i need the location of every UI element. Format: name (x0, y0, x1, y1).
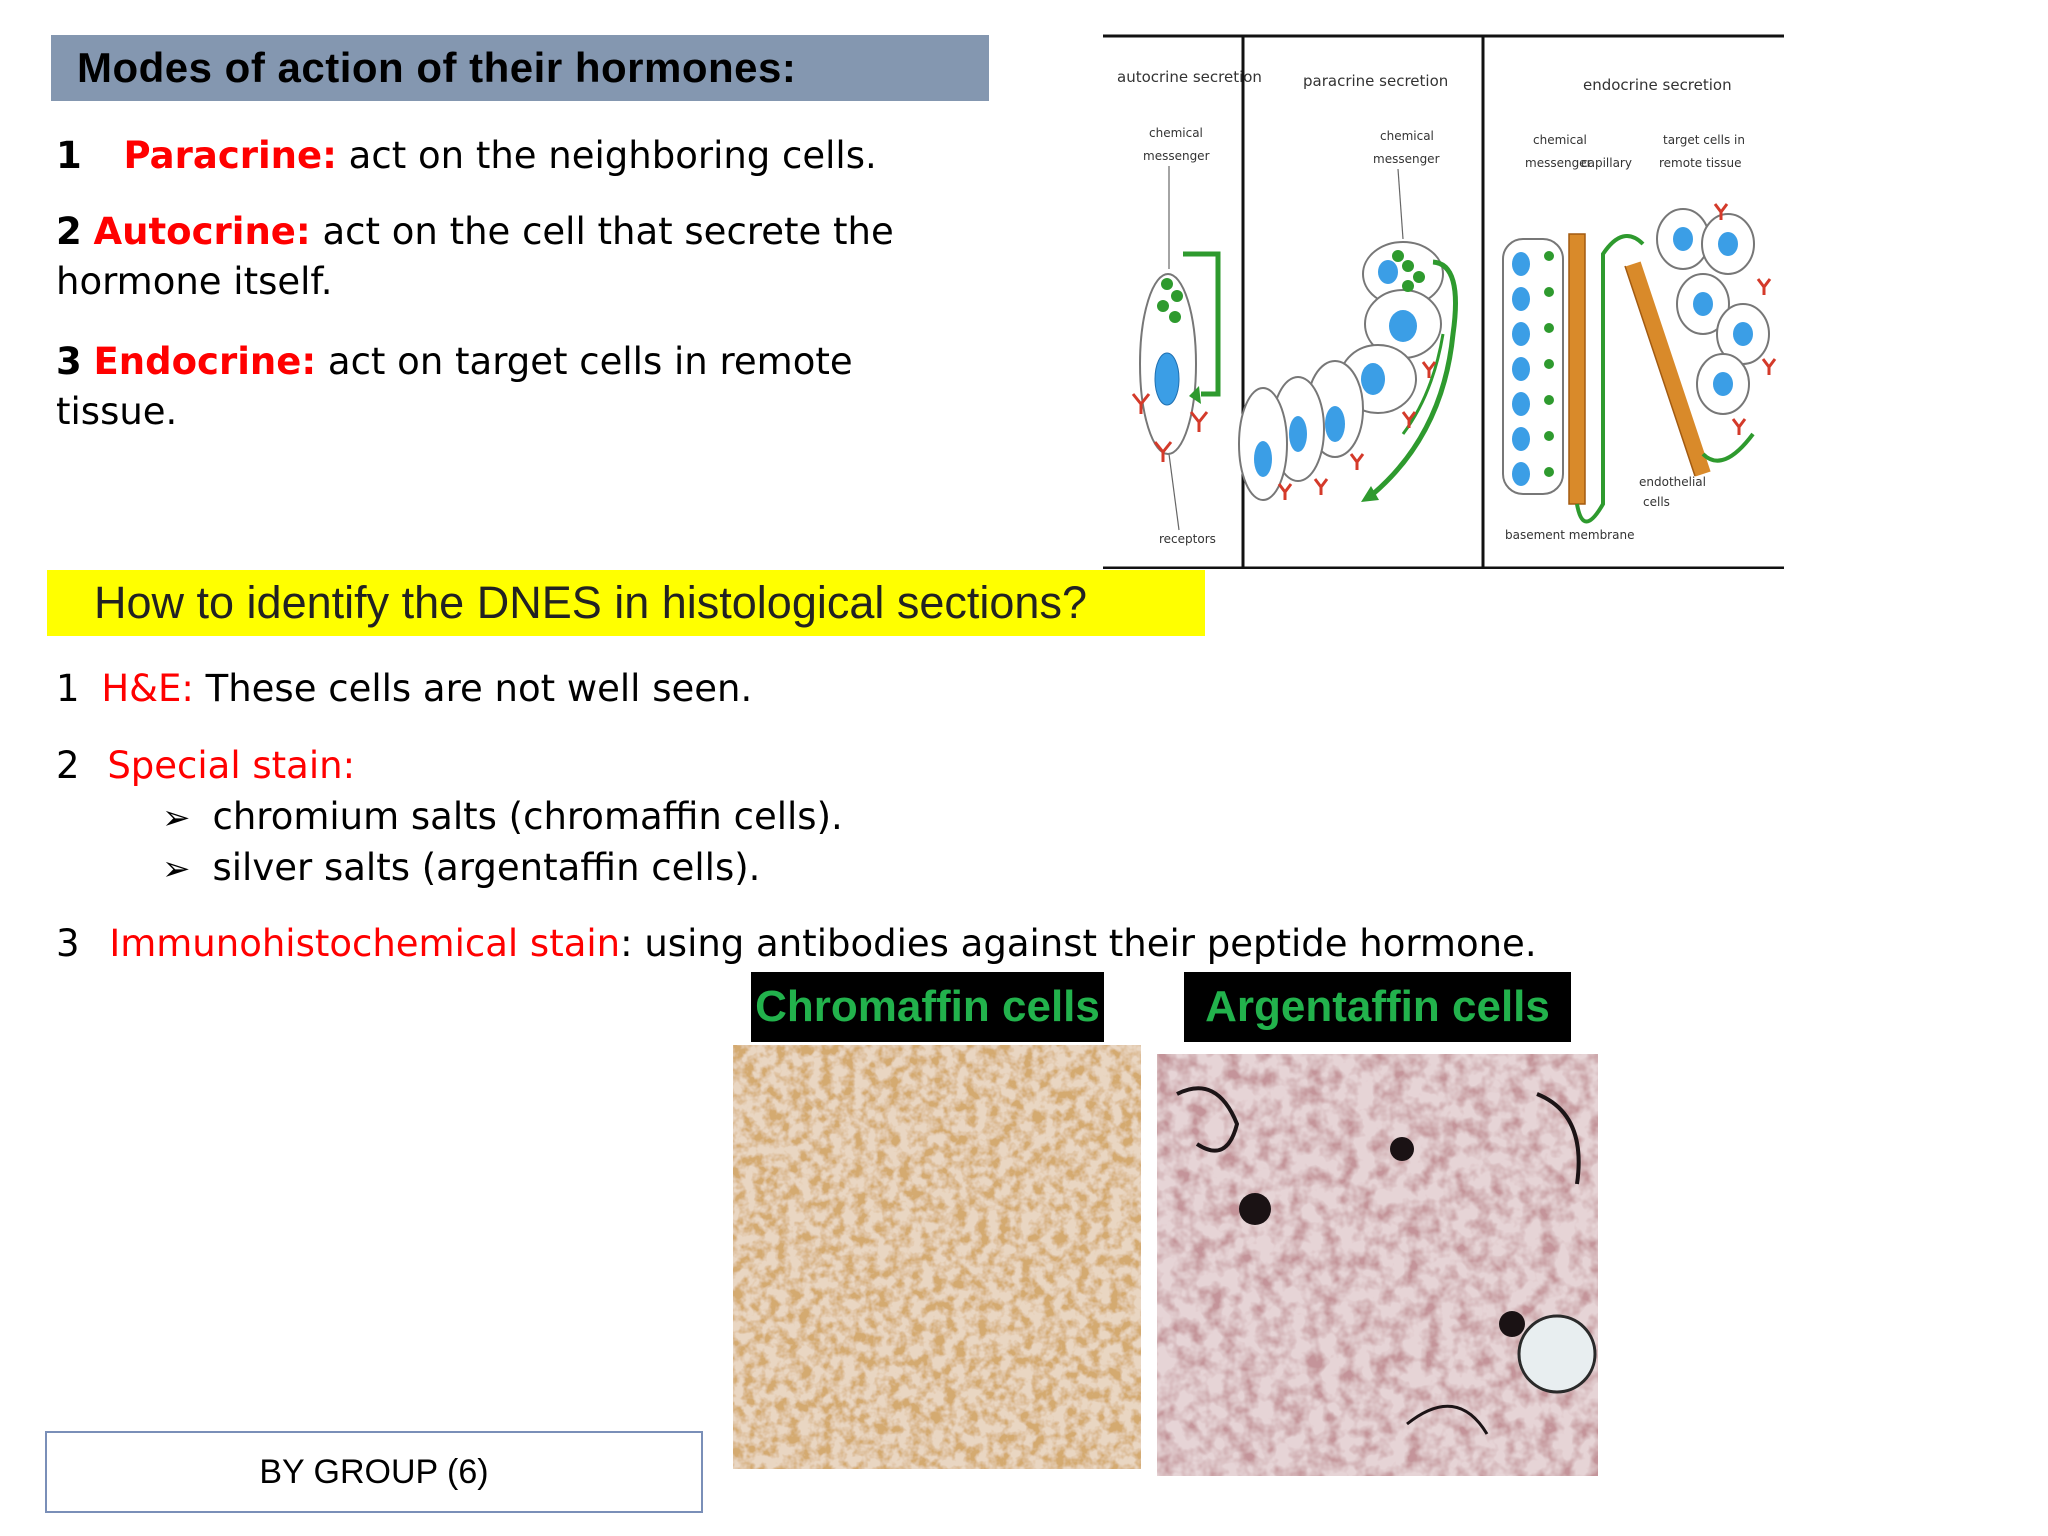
autocrine-cell (1131, 251, 1221, 462)
argentaffin-label: Argentaffin cells (1184, 972, 1571, 1042)
modes-heading-text: Modes of action of their hormones: (77, 44, 797, 91)
dnes-heading: How to identify the DNES in histological… (47, 570, 1205, 636)
dnes-heading-text: How to identify the DNES in histological… (94, 577, 1087, 628)
identify-term: Immunohistochemical stain (109, 922, 621, 965)
identify-desc: : using antibodies against their peptide… (620, 922, 1537, 965)
chromaffin-label-text: Chromaffin cells (755, 982, 1100, 1031)
mode-desc: act on the cell that secrete the hormone… (56, 210, 894, 303)
mode-term: Autocrine: (93, 210, 311, 253)
endocrine-panel-title: endocrine secretion (1583, 76, 1732, 94)
basement-membrane-label: basement membrane (1505, 528, 1634, 542)
chromaffin-label: Chromaffin cells (751, 972, 1104, 1042)
identify-term: Special stain: (107, 744, 356, 787)
arrow-bullet-icon: ➢ (162, 798, 191, 838)
messenger-label: messenger (1373, 152, 1440, 166)
footer-text: BY GROUP (6) (259, 1452, 489, 1491)
messenger-label: messenger (1525, 156, 1592, 170)
identify-number: 1 (56, 667, 80, 710)
mode-term: Endocrine: (93, 340, 317, 383)
mode-desc: act on target cells in remote tissue. (56, 340, 853, 433)
mode-item-paracrine: 1 Paracrine: act on the neighboring cell… (56, 131, 956, 181)
paracrine-cells (1238, 241, 1458, 502)
endocrine-gland (1502, 203, 1777, 524)
identify-item-he: 1 H&E: These cells are not well seen. (56, 664, 752, 714)
paracrine-panel-title: paracrine secretion (1303, 72, 1448, 90)
mode-number: 1 (56, 134, 82, 177)
messenger-label: messenger (1143, 149, 1210, 163)
capillary-label: capillary (1581, 156, 1632, 170)
identify-desc: These cells are not well seen. (193, 667, 753, 710)
mode-number: 3 (56, 340, 82, 383)
bullet-text: chromium salts (chromaffin cells). (212, 795, 843, 838)
modes-heading: Modes of action of their hormones: (51, 35, 989, 101)
argentaffin-micrograph (1157, 1054, 1598, 1476)
autocrine-panel-title: autocrine secretion (1117, 68, 1262, 86)
endothelial-label: endothelial (1639, 475, 1706, 489)
chemical-label: chemical (1149, 126, 1203, 140)
cells-label: cells (1643, 495, 1670, 509)
identify-number: 2 (56, 744, 80, 787)
chemical-label: chemical (1380, 129, 1434, 143)
bullet-silver: ➢ silver salts (argentaffin cells). (162, 843, 760, 894)
argentaffin-label-text: Argentaffin cells (1205, 982, 1550, 1031)
identify-term: H&E: (101, 667, 194, 710)
mode-term: Paracrine: (123, 134, 337, 177)
target-label: target cells in (1663, 133, 1745, 147)
footer-by-group: BY GROUP (6) (45, 1431, 703, 1513)
secretion-diagram: autocrine secretion paracrine secretion … (1103, 34, 1784, 569)
mode-item-autocrine: 2 Autocrine: act on the cell that secret… (56, 207, 936, 307)
mode-item-endocrine: 3 Endocrine: act on target cells in remo… (56, 337, 876, 437)
chromaffin-micrograph (733, 1045, 1141, 1469)
mode-desc: act on the neighboring cells. (336, 134, 877, 177)
mode-number: 2 (56, 210, 82, 253)
receptors-label: receptors (1159, 532, 1216, 546)
identify-item-special: 2 Special stain: (56, 741, 355, 791)
identify-number: 3 (56, 922, 80, 965)
bullet-text: silver salts (argentaffin cells). (212, 846, 761, 889)
remote-tissue-label: remote tissue (1659, 156, 1742, 170)
bullet-chromium: ➢ chromium salts (chromaffin cells). (162, 792, 843, 843)
identify-item-immuno: 3 Immunohistochemical stain: using antib… (56, 919, 1656, 969)
arrow-bullet-icon: ➢ (162, 849, 191, 889)
chemical-label: chemical (1533, 133, 1587, 147)
